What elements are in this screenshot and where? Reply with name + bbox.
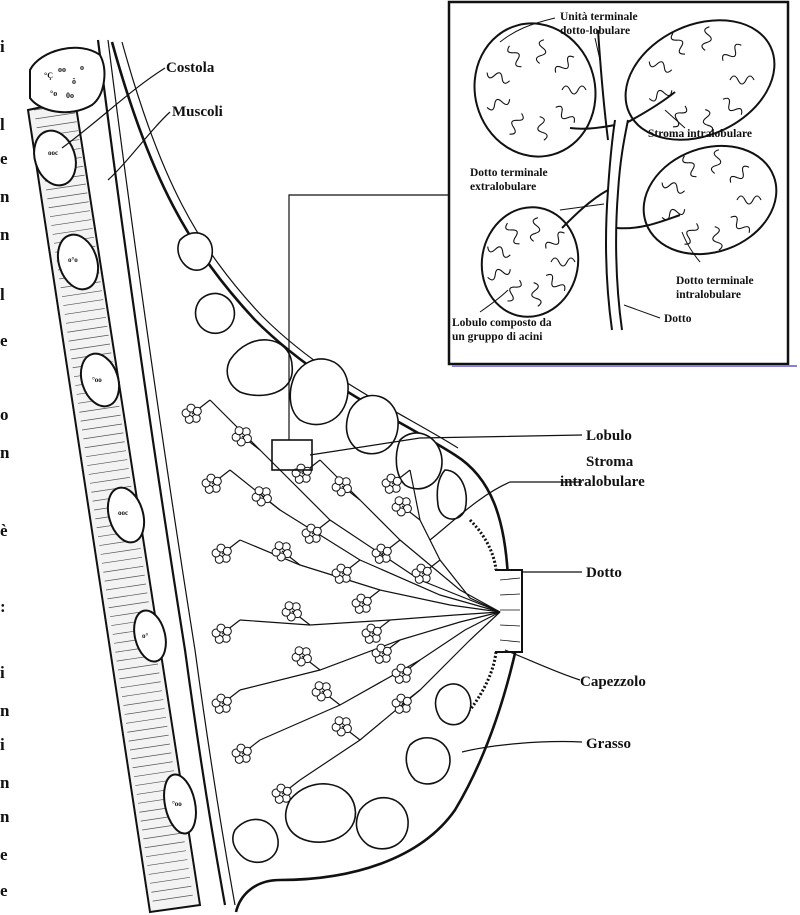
margin-char: i (0, 735, 5, 754)
svg-text:o°o: o°o (68, 256, 78, 264)
label-lobulo: Lobulo (586, 428, 632, 444)
svg-text:°oo: °oo (172, 800, 182, 808)
margin-char: e (0, 331, 8, 350)
margin-char: i (0, 37, 5, 56)
margin-char: n (0, 701, 10, 720)
acinus (295, 647, 303, 655)
acinus (373, 627, 381, 635)
svg-text:ooc: ooc (118, 509, 128, 517)
margin-char: n (0, 773, 10, 792)
svg-text:oo: oo (58, 65, 66, 74)
acinus (315, 682, 323, 690)
acinus (243, 747, 251, 755)
acinus (223, 547, 231, 555)
highlighted-lobule-box (272, 440, 312, 470)
margin-char: n (0, 443, 10, 462)
inset-detail: Unità terminale dotto-lobulare Stroma in… (449, 0, 797, 366)
inset-label-unita-2: dotto-lobulare (560, 25, 630, 37)
acinus (395, 497, 403, 505)
acinus (403, 667, 411, 675)
margin-char: n (0, 807, 10, 826)
margin-char: n (0, 187, 10, 206)
label-muscoli: Muscoli (172, 104, 223, 120)
acinus (383, 547, 391, 555)
margin-char: o (0, 405, 9, 424)
label-stroma-1: Stroma (586, 454, 634, 470)
acinus (383, 647, 391, 655)
label-grasso: Grasso (586, 736, 631, 752)
duct (240, 612, 500, 625)
acinus (285, 602, 293, 610)
acinus (213, 477, 221, 485)
svg-text:o: o (80, 63, 84, 72)
margin-char: n (0, 225, 10, 244)
margin-char: l (0, 285, 5, 304)
acinus (193, 407, 201, 415)
rib-top (30, 48, 104, 112)
acinus (363, 597, 371, 605)
svg-text:°o: °o (50, 89, 57, 98)
margin-char: : (0, 597, 6, 616)
acinus (303, 467, 311, 475)
acinus (255, 487, 263, 495)
svg-text:ŏ: ŏ (72, 77, 76, 86)
margin-char: e (0, 845, 8, 864)
acinus (275, 542, 283, 550)
acinus (423, 567, 431, 575)
inset-label-lobulo-1: Lobulo composto da (452, 317, 552, 329)
leader-muscoli (108, 112, 170, 180)
svg-text:°oo: °oo (92, 376, 102, 384)
duct-tree (192, 400, 500, 794)
acinus (313, 527, 321, 535)
leader-capezzolo (505, 650, 580, 680)
label-stroma-2: intralobulare (560, 474, 645, 490)
margin-char: e (0, 149, 8, 168)
acinus (335, 717, 343, 725)
acinus (403, 697, 411, 705)
svg-text:ooc: ooc (48, 149, 58, 157)
inset-label-extra-1: Dotto terminale (470, 167, 548, 179)
inset-label-lobulo-2: un gruppo di acini (452, 331, 543, 343)
svg-text:0o: 0o (66, 91, 74, 100)
inset-label-stroma: Stroma intralobulare (648, 128, 752, 140)
acinus (223, 627, 231, 635)
label-capezzolo: Capezzolo (580, 674, 646, 690)
acinus (343, 567, 351, 575)
margin-text-fragments: i l e n n l e o n è : i n i n n e e (0, 37, 10, 900)
acinus (283, 787, 291, 795)
inset-label-unita-1: Unità terminale (560, 11, 638, 23)
acinus (223, 697, 231, 705)
margin-char: l (0, 115, 5, 134)
margin-char: e (0, 881, 8, 900)
acini-clusters (182, 404, 431, 803)
acinus (335, 477, 343, 485)
leader-grasso (462, 742, 582, 752)
svg-text:°Ç: °Ç (44, 71, 53, 80)
margin-char: è (0, 521, 8, 540)
acinus (235, 427, 243, 435)
label-dotto: Dotto (586, 565, 622, 581)
svg-text:o°: o° (142, 632, 149, 640)
margin-char: i (0, 663, 5, 682)
inset-label-intra-2: intralobulare (676, 289, 741, 301)
inset-label-intra-1: Dotto terminale (676, 275, 754, 287)
inset-label-extra-2: extralobulare (470, 181, 536, 193)
inset-label-dotto: Dotto (664, 313, 692, 325)
label-costola: Costola (166, 60, 215, 76)
acinus (393, 477, 401, 485)
